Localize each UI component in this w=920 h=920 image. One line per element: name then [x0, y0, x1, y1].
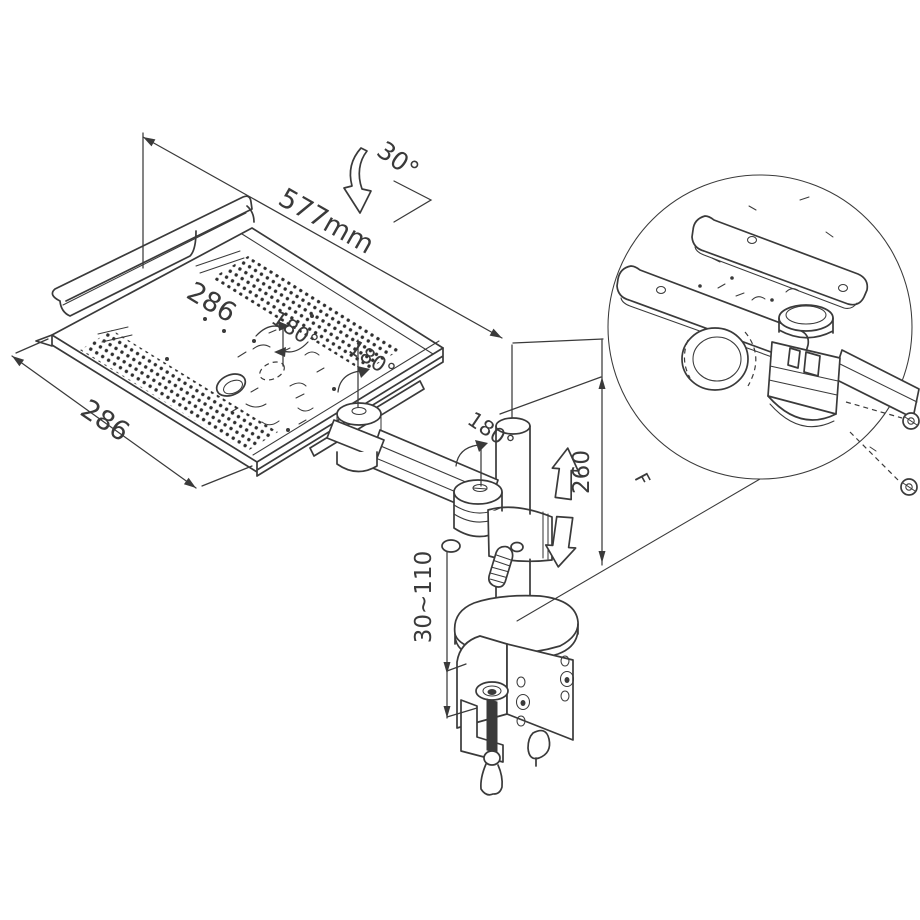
perforation-band — [212, 256, 400, 372]
detail-reference-mark: F — [630, 470, 655, 490]
swivel-arm — [326, 402, 503, 553]
clamp-range-label: 30~110 — [411, 551, 437, 643]
detail-arm-bar — [832, 349, 920, 419]
up-arrow-icon — [551, 447, 580, 501]
pole-height-label: 260 — [569, 450, 595, 494]
clamp-range-dimension: 30~110 — [411, 551, 478, 719]
front-lip — [51, 195, 255, 317]
tray-slot-tabs — [97, 250, 245, 343]
dimension-line — [11, 355, 197, 489]
clamp-holes — [515, 655, 575, 727]
arm-bolt — [441, 539, 461, 553]
perforation-band — [80, 330, 278, 452]
detail-round-boss — [681, 327, 757, 391]
down-arrow-icon — [544, 515, 577, 568]
detail-fixing-screws — [845, 401, 920, 496]
tray-depth-outer-label: 286 — [75, 394, 135, 449]
detail-leader-line — [516, 478, 761, 622]
tray-width-label: 577mm — [273, 182, 379, 260]
pole-top — [495, 417, 531, 435]
desk-clamp — [453, 594, 579, 796]
tilt-angle-label: 30° — [372, 135, 425, 185]
arrowhead-icon — [143, 137, 156, 147]
detail-inset-circle — [607, 174, 920, 496]
detail-clamp-body — [767, 304, 841, 428]
pole-height-dimension: 260 — [499, 338, 606, 566]
locking-lever — [488, 545, 514, 588]
laptop-tray: 286 180° — [35, 195, 444, 477]
detail-upper-bracket-plate — [691, 215, 869, 309]
dimension-line — [142, 136, 503, 339]
pole-collar-clamp — [487, 506, 553, 588]
clamp-screw — [475, 681, 509, 754]
angle-wedge-icon — [393, 180, 433, 223]
sketch-marks — [165, 314, 336, 432]
tray-joint — [326, 402, 385, 473]
tilt-arrow-icon — [343, 147, 372, 214]
tilt-angle-annotation: 30° — [343, 135, 433, 223]
height-adjust-arrows — [544, 447, 580, 568]
arrowhead-icon — [489, 328, 502, 338]
cable-hooks — [480, 729, 551, 796]
